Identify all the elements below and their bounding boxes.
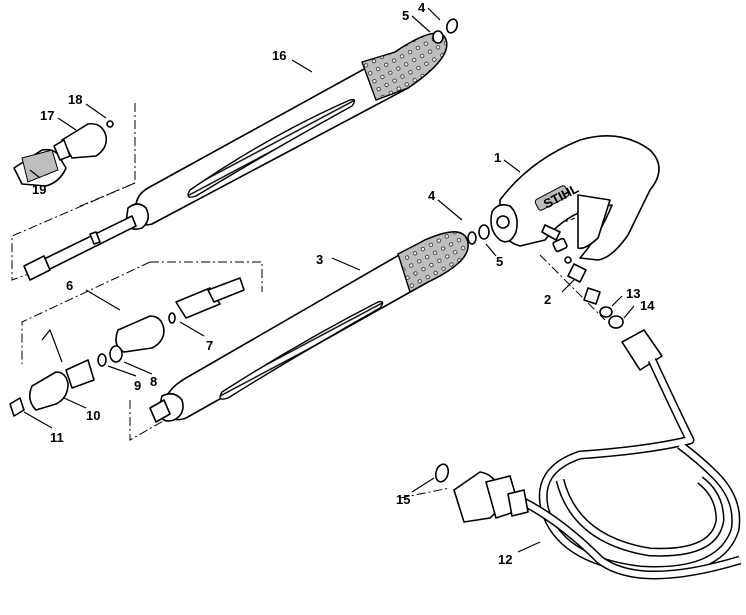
nozzle-parts-8-11 [9, 328, 123, 417]
callout-14: 14 [640, 298, 655, 313]
callout-2: 2 [544, 292, 551, 307]
callout-6: 6 [66, 278, 73, 293]
valve-kit-part-2 [552, 237, 601, 305]
callout-9: 9 [134, 378, 141, 393]
assembly-guide-lines [11, 103, 606, 499]
callout-5-mid: 5 [496, 254, 503, 269]
callout-5-top: 5 [402, 8, 409, 23]
hose-part-12 [453, 329, 742, 580]
callout-7: 7 [206, 338, 213, 353]
callout-3: 3 [316, 252, 323, 267]
callout-4-mid: 4 [428, 188, 436, 203]
rotary-nozzle-parts-17-19 [13, 120, 114, 187]
leader-lines [23, 7, 635, 553]
callout-10: 10 [86, 408, 100, 423]
nozzle-sleeve-parts-6-7 [115, 277, 245, 353]
lance-upper-part-16 [23, 32, 448, 281]
spray-gun-part-1: STIHL [490, 134, 660, 261]
lance-lower-part-3 [149, 231, 469, 423]
callout-17: 17 [40, 108, 54, 123]
callout-4-top: 4 [418, 0, 426, 15]
callout-16: 16 [272, 48, 286, 63]
callout-labels: 1 2 3 4 4 5 5 6 7 8 9 10 11 12 13 14 15 … [32, 0, 655, 567]
callout-1: 1 [494, 150, 501, 165]
seals [432, 18, 624, 483]
callout-19: 19 [32, 182, 46, 197]
callout-15: 15 [396, 492, 410, 507]
callout-8: 8 [150, 374, 157, 389]
callout-18: 18 [68, 92, 82, 107]
callout-11: 11 [50, 430, 64, 445]
callout-13: 13 [626, 286, 640, 301]
callout-12: 12 [498, 552, 512, 567]
